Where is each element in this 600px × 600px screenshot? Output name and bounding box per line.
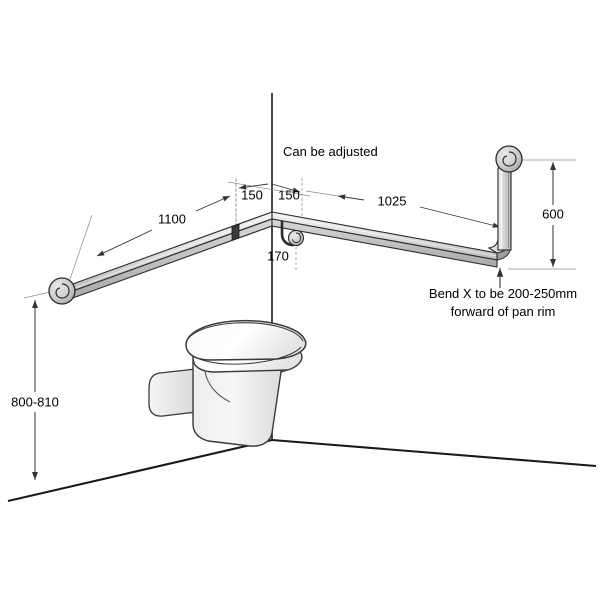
rail-segment-rear-wall	[271, 211, 498, 268]
rail-right-side-face	[271, 218, 498, 268]
dim-line-1100-b	[195, 195, 231, 212]
ext-line-1100-left	[67, 214, 93, 286]
dimension-600: 600	[508, 159, 576, 270]
dimension-label-600: 600	[542, 206, 564, 221]
floor-line-right	[271, 438, 597, 468]
pan-bowl-interior-line	[204, 370, 231, 403]
dim-line-1025-b	[419, 206, 501, 228]
flange-left-spiral	[55, 283, 70, 299]
dimension-label-150-left: 150	[241, 187, 263, 202]
grab-rail-assembly	[48, 145, 523, 305]
rail-flange-left-end	[48, 277, 76, 305]
dimension-label-170: 170	[267, 248, 289, 263]
annotation-notes: Can be adjusted Bend X to be 200-250mm f…	[283, 144, 577, 319]
note-bend-x-line2: forward of pan rim	[451, 304, 556, 319]
pan-body	[192, 357, 282, 447]
rail-vertical-body	[497, 167, 512, 251]
rail-segment-vertical	[497, 167, 512, 251]
toilet-pan	[148, 319, 307, 447]
corner-bracket-ring-spiral	[292, 232, 302, 244]
dimension-label-1025: 1025	[378, 193, 407, 208]
dimension-170: 170	[267, 222, 297, 272]
rail-right-top-face	[271, 211, 498, 261]
note-can-be-adjusted: Can be adjusted	[283, 144, 378, 159]
pan-inlet-spud	[148, 368, 197, 417]
dimension-1100: 1100	[67, 178, 237, 286]
dimension-label-1100: 1100	[158, 211, 186, 226]
rail-right-highlight	[273, 214, 497, 257]
corner-bracket-arm	[280, 220, 295, 247]
dimension-800-810: 800-810	[8, 287, 69, 480]
rail-adjustable-joint	[230, 223, 242, 241]
flange-left-outer	[48, 277, 76, 305]
rail-left-highlight	[71, 215, 271, 290]
dimension-label-800-810: 800-810	[11, 394, 59, 409]
joint-collar-face	[231, 224, 240, 241]
flange-top-right-outer	[495, 145, 523, 173]
dim-line-150-left	[238, 183, 269, 190]
toilet-seat-lid-edge	[185, 322, 304, 346]
note-bend-x-line1: Bend X to be 200-250mm	[429, 286, 577, 301]
dim-line-1025-a	[337, 194, 365, 201]
dim-line-1100-a	[96, 229, 153, 257]
joint-collar-top	[230, 223, 242, 228]
toilet-seat-lid	[185, 319, 307, 361]
dim-line-150-right	[271, 183, 301, 193]
rail-left-side-face	[69, 218, 273, 300]
flange-top-right-spiral	[502, 151, 517, 167]
rail-corner-bracket	[280, 220, 305, 247]
toilet-seat-rim-line	[187, 346, 302, 365]
rail-flange-top-right	[495, 145, 523, 173]
dim-ref-line-1025	[305, 190, 339, 197]
dim-base-line-150	[227, 181, 311, 197]
floor-line-left	[7, 438, 273, 503]
dimension-label-150-right: 150	[278, 187, 300, 202]
